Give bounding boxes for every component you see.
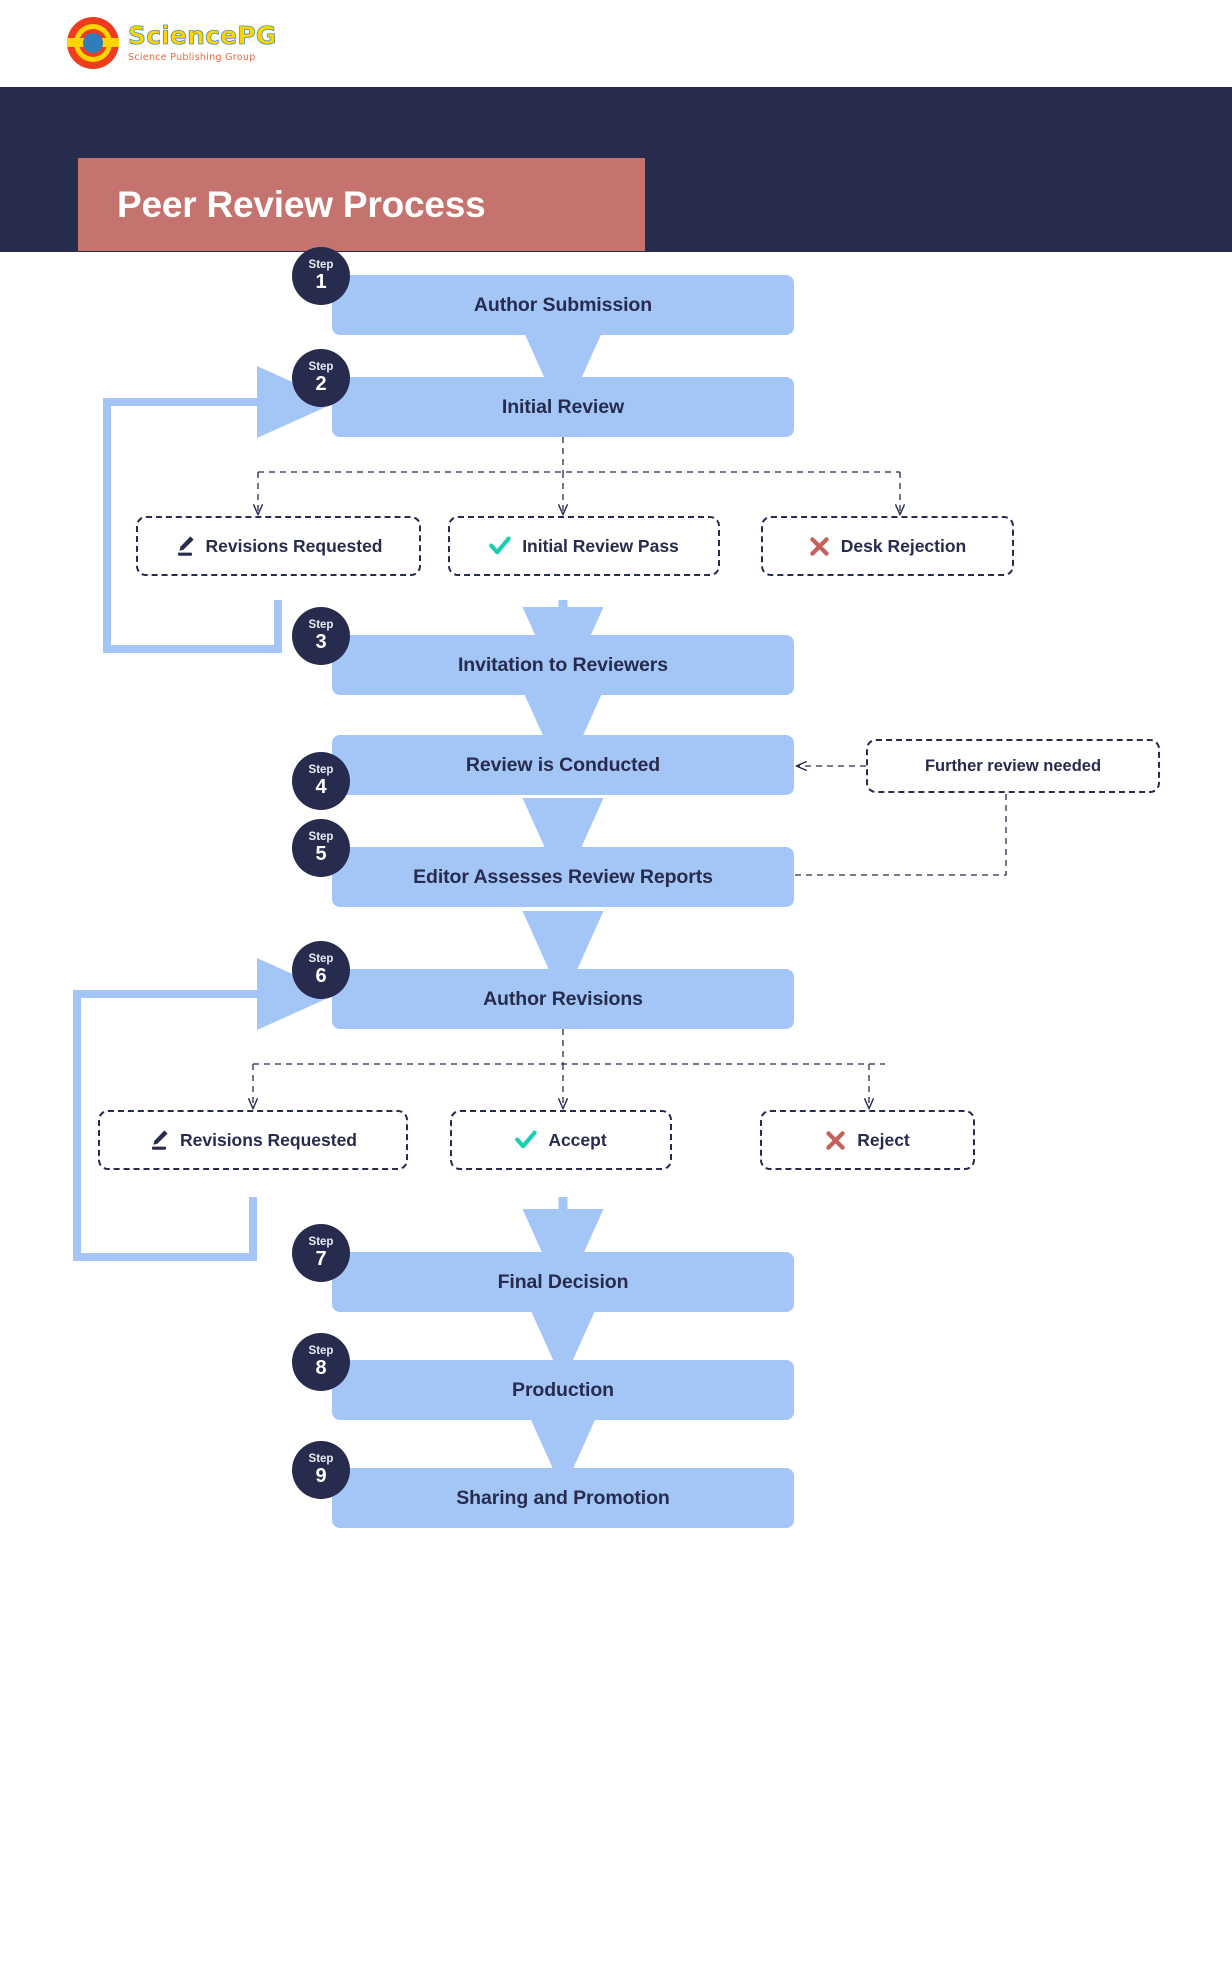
decision-label: Revisions Requested <box>205 535 383 556</box>
step-word-7: Step <box>308 1236 334 1249</box>
step-badge-7[interactable]: Step 7 <box>292 1224 350 1282</box>
step-box-7[interactable]: Final Decision <box>332 1252 794 1312</box>
step-label-9: Sharing and Promotion <box>456 1486 670 1509</box>
step-number-6: 6 <box>315 964 327 987</box>
step-word-4: Step <box>308 764 334 777</box>
cross-icon <box>809 536 830 557</box>
step-box-2[interactable]: Initial Review <box>332 377 794 437</box>
step-box-8[interactable]: Production <box>332 1360 794 1420</box>
check-icon <box>515 1130 538 1150</box>
step-box-5[interactable]: Editor Assesses Review Reports <box>332 847 794 907</box>
step-badge-2[interactable]: Step 2 <box>292 349 350 407</box>
step-word-9: Step <box>308 1453 334 1466</box>
step-label-1: Author Submission <box>473 293 653 316</box>
step-label-4: Review is Conducted <box>465 753 661 776</box>
decision-box-revisions-requested-1[interactable]: Revisions Requested <box>136 516 421 576</box>
brand-tagline: Science Publishing Group <box>128 51 256 63</box>
step-number-5: 5 <box>315 842 327 865</box>
sciencepg-circle-logo-icon <box>67 17 119 69</box>
step-box-1[interactable]: Author Submission <box>332 275 794 335</box>
step-label-8: Production <box>512 1378 614 1401</box>
step-badge-8[interactable]: Step 8 <box>292 1333 350 1391</box>
step-number-4: 4 <box>315 775 327 798</box>
brand-logo[interactable]: SciencePG Science Publishing Group <box>67 17 277 69</box>
decision-box-revisions-requested-2[interactable]: Revisions Requested <box>98 1110 408 1170</box>
step-badge-9[interactable]: Step 9 <box>292 1441 350 1499</box>
step-badge-6[interactable]: Step 6 <box>292 941 350 999</box>
step-word-1: Step <box>308 259 334 272</box>
decision-label: Revisions Requested <box>180 1129 357 1150</box>
step-number-3: 3 <box>315 630 327 653</box>
step-word-2: Step <box>308 361 334 374</box>
step-badge-1[interactable]: Step 1 <box>292 247 350 305</box>
pencil-icon <box>175 535 195 557</box>
check-icon <box>489 536 511 556</box>
step-box-6[interactable]: Author Revisions <box>332 969 794 1029</box>
decision-label: Reject <box>857 1129 910 1150</box>
logo-bar: SciencePG Science Publishing Group <box>0 0 1232 87</box>
step-word-5: Step <box>308 831 334 844</box>
step-label-5: Editor Assesses Review Reports <box>413 865 713 888</box>
brand-name: SciencePG <box>128 21 277 51</box>
step-number-7: 7 <box>315 1247 327 1270</box>
step-box-9[interactable]: Sharing and Promotion <box>332 1468 794 1528</box>
step-word-8: Step <box>308 1345 334 1358</box>
note-label: Further review needed <box>924 756 1102 775</box>
step-number-9: 9 <box>315 1464 327 1487</box>
decision-label: Desk Rejection <box>840 535 967 556</box>
decision-box-initial-review-pass[interactable]: Initial Review Pass <box>448 516 720 576</box>
pencil-icon <box>149 1129 169 1151</box>
step-label-6: Author Revisions <box>483 987 643 1010</box>
step-badge-4[interactable]: Step 4 <box>292 752 350 810</box>
step-badge-5[interactable]: Step 5 <box>292 819 350 877</box>
decision-box-reject[interactable]: Reject <box>760 1110 975 1170</box>
step-label-7: Final Decision <box>497 1270 629 1293</box>
decision-label: Initial Review Pass <box>522 535 679 556</box>
step-word-6: Step <box>308 953 334 966</box>
step-label-2: Initial Review <box>501 395 625 418</box>
decision-box-accept[interactable]: Accept <box>450 1110 672 1170</box>
step-box-4[interactable]: Review is Conducted <box>332 735 794 795</box>
step-number-1: 1 <box>315 270 327 293</box>
step-badge-3[interactable]: Step 3 <box>292 607 350 665</box>
step-box-3[interactable]: Invitation to Reviewers <box>332 635 794 695</box>
decision-label: Accept <box>548 1129 607 1150</box>
note-box-further-review-needed[interactable]: Further review needed <box>866 739 1160 793</box>
step-word-3: Step <box>308 619 334 632</box>
page-title: Peer Review Process <box>117 183 486 225</box>
cross-icon <box>825 1130 846 1151</box>
step-label-3: Invitation to Reviewers <box>457 653 669 676</box>
flowchart-canvas: Author Submission Step 1 Initial Review … <box>0 247 1232 1986</box>
page-title-plate: Peer Review Process <box>78 158 645 251</box>
decision-box-desk-rejection[interactable]: Desk Rejection <box>761 516 1014 576</box>
step-number-2: 2 <box>315 372 327 395</box>
step-number-8: 8 <box>315 1356 327 1379</box>
